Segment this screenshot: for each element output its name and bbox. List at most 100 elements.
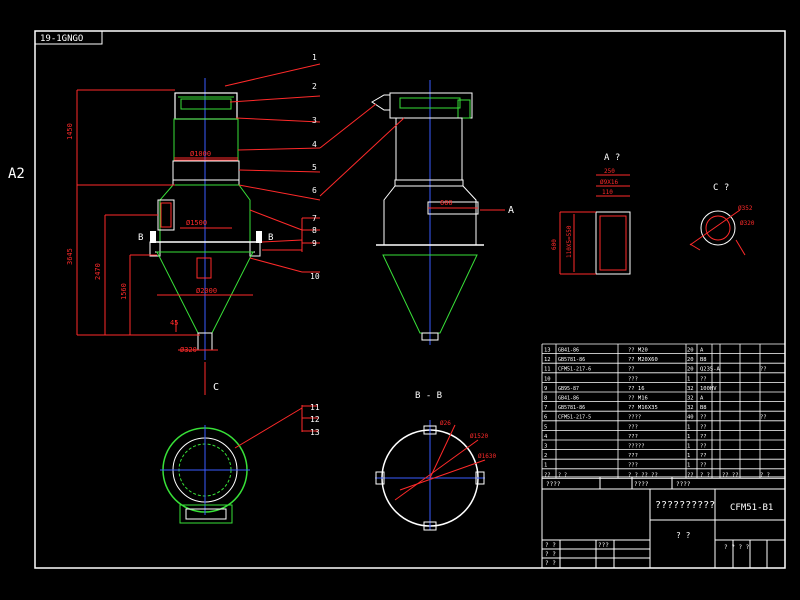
side-dim-text: 600: [440, 199, 453, 207]
bom-cell: 2: [544, 453, 547, 459]
callout-3: 3: [312, 116, 317, 125]
svg-text:110X5=550: 110X5=550: [566, 225, 573, 258]
bom-cell: ????: [628, 415, 641, 421]
svg-text:Ø352: Ø352: [738, 205, 753, 212]
svg-text:1560: 1560: [120, 283, 128, 300]
callout-11: 11: [310, 403, 320, 412]
svg-text:? ?: ? ?: [545, 551, 556, 558]
detail-c-dim-texts: Ø352 Ø320: [738, 205, 755, 227]
sign-rows: ? ? ? ? ? ? ???: [545, 542, 609, 567]
bom-cell: ?? M20: [628, 348, 648, 354]
bom-cell: 100HV: [700, 386, 717, 392]
bom-cell: ?? M16X35: [628, 405, 658, 411]
section-bb-dims: [394, 424, 486, 501]
sheet-size-label: A2: [8, 166, 25, 182]
svg-text:Ø1500: Ø1500: [186, 219, 207, 227]
bom-cell: 20: [687, 357, 694, 363]
callout-1: 1: [312, 53, 317, 62]
bom-cell: 32: [687, 396, 694, 402]
side-upper-cylinder: [395, 117, 463, 181]
detail-c-outer: [700, 210, 736, 246]
detail-a-view: A ? 250 Ø9X16 110 600 110X5=550: [551, 153, 631, 275]
side-outlet: [457, 99, 471, 119]
plan-inlet-inner: [185, 508, 227, 520]
bom-header-cell: ? ?: [760, 472, 770, 478]
scale-label: ? ?: [676, 531, 691, 540]
bom-cell: ???: [628, 376, 638, 382]
section-bb-title: B - B: [415, 391, 442, 401]
front-view: 1450 3645 2470 1560 Ø1000 Ø1500 Ø2000 Ø3…: [66, 53, 321, 395]
front-dim-texts: 1450 3645 2470 1560 Ø1000 Ø1500 Ø2000 Ø3…: [66, 123, 217, 354]
front-mid-cylinder: [172, 160, 240, 186]
front-inlet-inner: [160, 202, 172, 228]
side-view: A 600: [319, 80, 514, 345]
detail-a-title: A ?: [604, 153, 620, 163]
bom-cell: 5: [544, 424, 547, 430]
side-hopper: [382, 254, 478, 334]
section-mark-left: B: [138, 233, 143, 243]
bom-cell: CFM51-217-5: [558, 415, 591, 421]
bom-cell: 32: [687, 386, 694, 392]
view-c-label: C: [213, 382, 219, 393]
svg-text:Ø9X16: Ø9X16: [600, 179, 618, 186]
bom-cell: 8: [544, 396, 547, 402]
bom-cell: ??: [700, 444, 707, 450]
bom-header-cell: ? ?: [700, 472, 710, 478]
bom-cell: ??: [700, 424, 707, 430]
svg-text:2470: 2470: [94, 263, 102, 280]
bom-cell: ??: [760, 415, 767, 421]
section-bb-dim-texts: Ø1520 Ø1630 Ø26: [440, 420, 496, 460]
bom-cell: A: [700, 348, 704, 354]
front-leg-right: [249, 241, 261, 257]
side-inlet-nozzle: [371, 94, 391, 111]
front-dimensions: [76, 89, 253, 351]
bom-cell: 6: [544, 415, 547, 421]
bom-cell: 1: [687, 444, 690, 450]
svg-text:? ?: ? ?: [545, 542, 556, 549]
callout-6: 6: [312, 186, 317, 195]
plan-callouts: 11 12 13: [310, 403, 320, 437]
bom-cell: B8: [700, 357, 707, 363]
bom-cell: 4: [544, 434, 548, 440]
bom-cell: 32: [687, 405, 694, 411]
svg-text:Ø26: Ø26: [440, 420, 451, 427]
callout-10: 10: [310, 272, 320, 281]
front-callout-numbers: 1 2 3 4 5 6 7 8 9 10: [310, 53, 320, 281]
callout-5: 5: [312, 163, 317, 172]
bom-cell: ?? M16: [628, 396, 648, 402]
bom-cell: ??: [700, 415, 707, 421]
bom-cell: ?? 16: [628, 386, 645, 392]
title-block-frame: [541, 476, 786, 569]
drawing-number: CFM51-B1: [730, 503, 773, 513]
plan-leaders: [234, 405, 318, 449]
section-bb-lug-right: [475, 471, 485, 485]
title-block: ???? ???? ???? ?????????? CFM51-B1 ? ? ?…: [541, 476, 786, 569]
bom-cell: 3: [544, 444, 547, 450]
svg-text:Ø1630: Ø1630: [478, 453, 496, 460]
bom-cell: 12: [544, 357, 551, 363]
drawing-code: 19-1GNGO: [40, 34, 83, 44]
detail-c-inner: [705, 215, 731, 241]
bom-cell: ???: [628, 424, 638, 430]
bom-cell: ?? M20X60: [628, 357, 658, 363]
bom-cell: ??: [700, 463, 707, 469]
bom-cell: ??: [760, 367, 767, 373]
svg-text:???: ???: [598, 542, 609, 549]
sheet-border: [34, 30, 786, 569]
bom-cell: GB95-87: [558, 386, 579, 392]
section-bb-view: B - B Ø1520 Ø1630 Ø26: [375, 391, 496, 531]
svg-text:3645: 3645: [66, 248, 74, 265]
bom-cell: 13: [544, 348, 551, 354]
side-leaders: [319, 103, 405, 197]
bom-cell: ???: [628, 453, 638, 459]
title-row-labels: ???? ???? ????: [546, 481, 691, 488]
svg-text:250: 250: [604, 168, 615, 175]
section-bb-lug-bottom: [423, 521, 437, 531]
bom-cell: 1: [687, 376, 690, 382]
front-leaders: [224, 63, 321, 273]
callout-2: 2: [312, 82, 317, 91]
callout-12: 12: [310, 415, 320, 424]
bom-cell: ??: [700, 434, 707, 440]
bom-header-cell: ?? ??: [722, 472, 739, 478]
